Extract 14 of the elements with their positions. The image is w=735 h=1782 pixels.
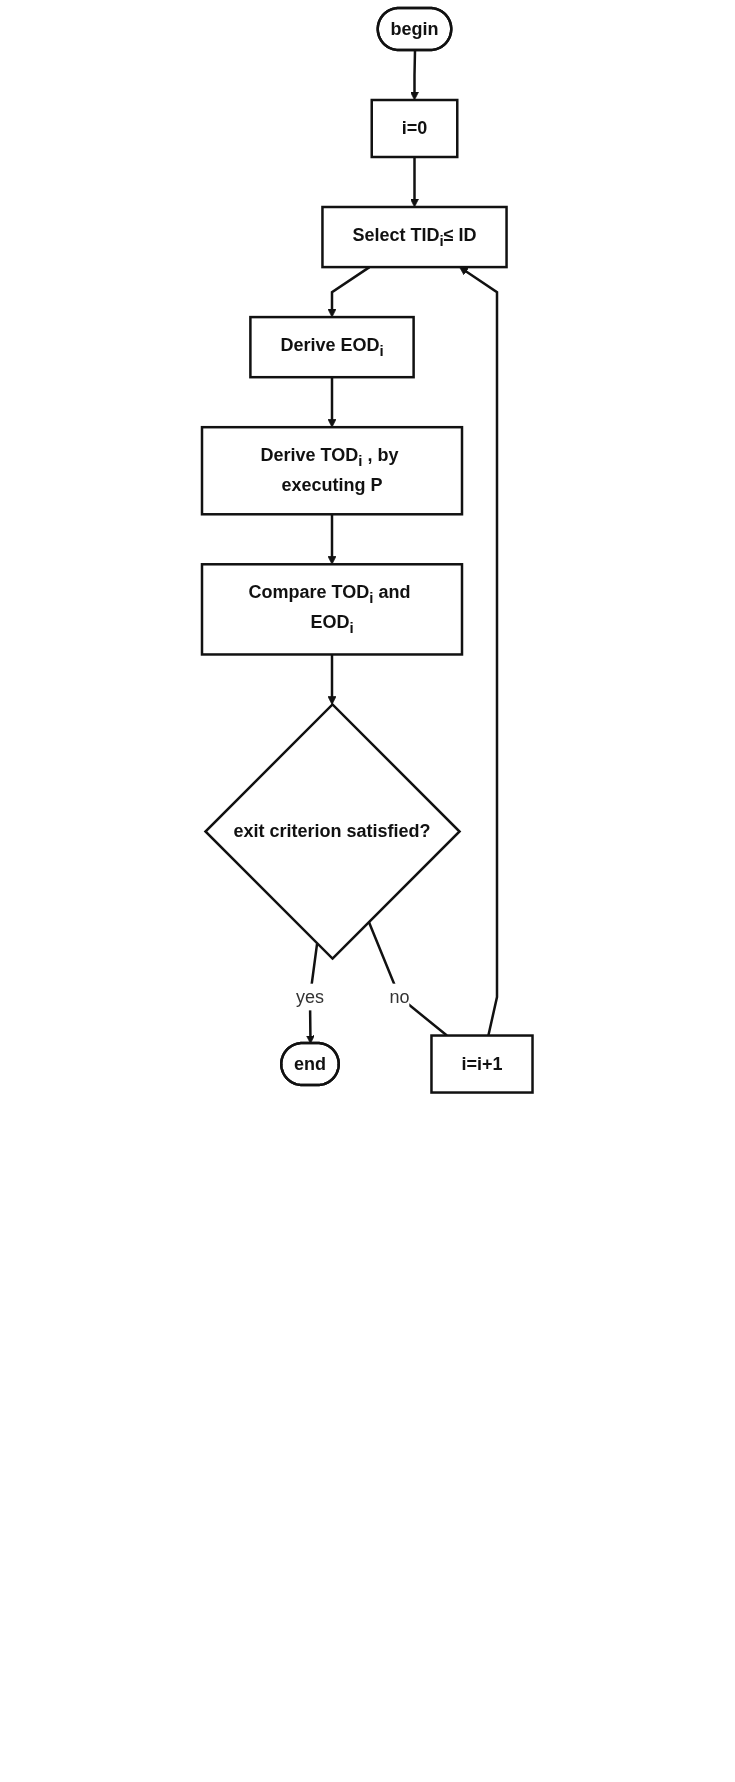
arrow	[327, 654, 337, 705]
arrow	[410, 50, 420, 101]
node-box: Select TID$_{i}$≤ ID	[321, 205, 509, 269]
node-box: Compare TOD$_{i}$ and EOD$_{i}$	[201, 563, 464, 656]
arrow	[410, 157, 420, 208]
edge-label: yes	[296, 986, 325, 1007]
arrow	[327, 514, 337, 565]
arrow	[327, 377, 337, 428]
node-box: i=0	[370, 98, 459, 159]
node-box: i=i+1	[430, 1034, 534, 1094]
edge-label: no	[389, 986, 410, 1007]
node-box: Derive EOD$_{i}$	[249, 315, 416, 379]
node-box: Derive TOD$_{i}$ , by executing P	[201, 425, 464, 516]
node-diamond: exit criterion satisfied?	[203, 702, 462, 961]
